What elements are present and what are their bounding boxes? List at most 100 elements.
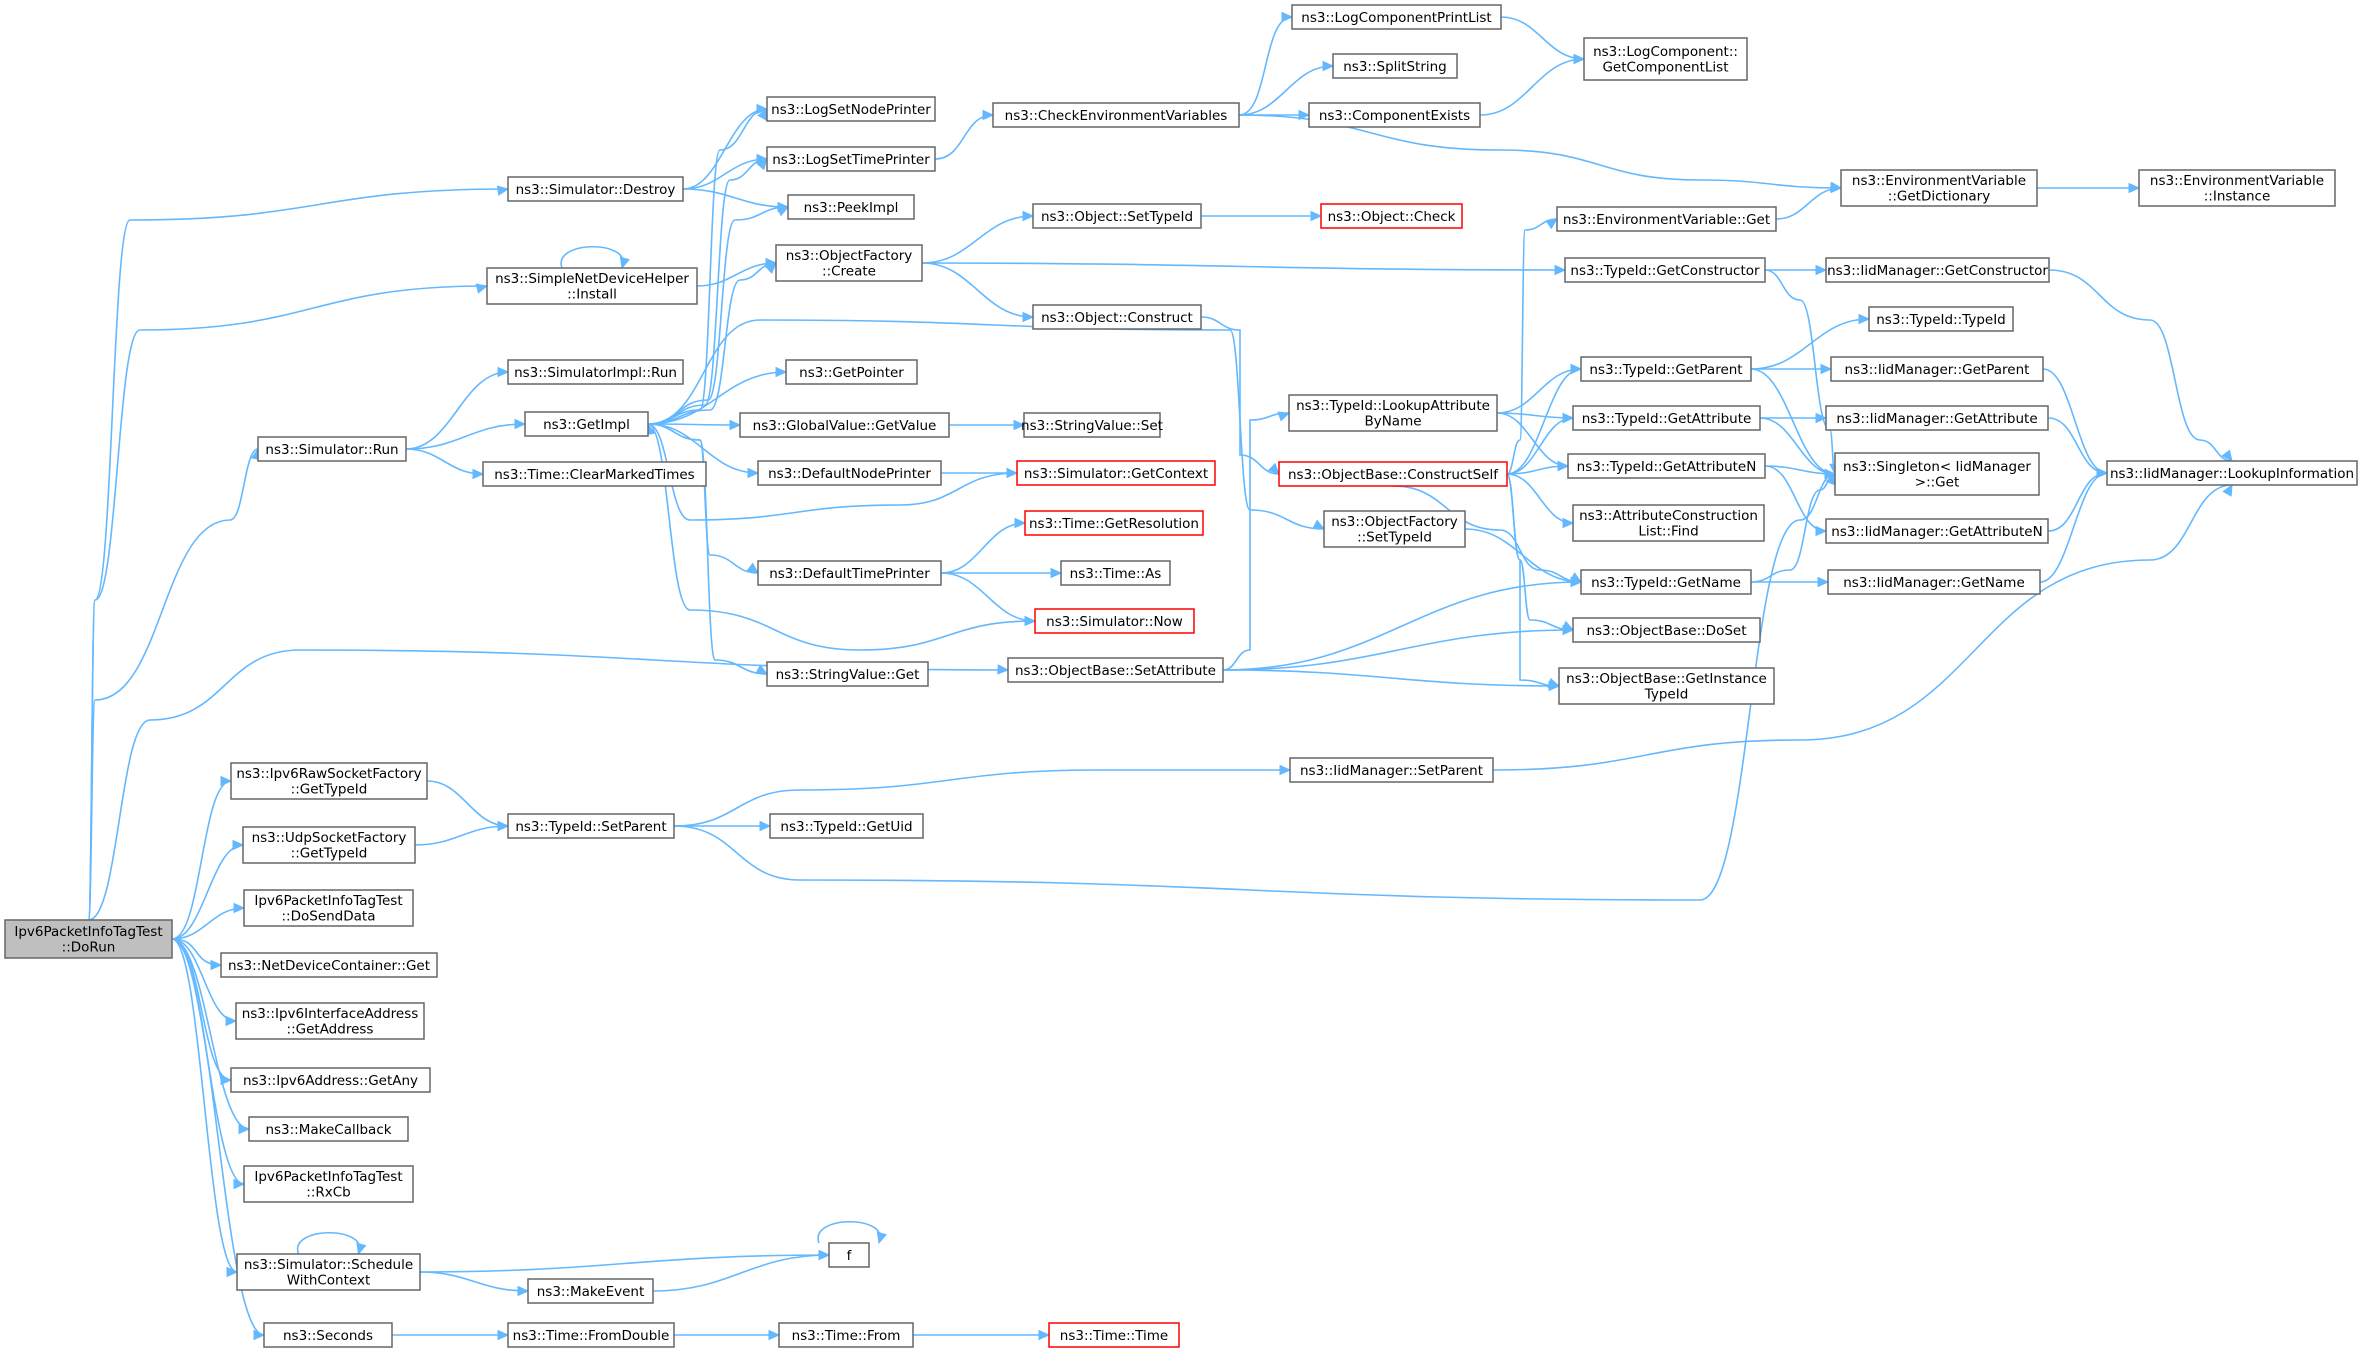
- node-ob_setattr[interactable]: ns3::ObjectBase::SetAttribute: [1007, 657, 1224, 683]
- node-strval_get[interactable]: ns3::StringValue::Get: [766, 661, 929, 687]
- node-time_fromdouble[interactable]: ns3::Time::FromDouble: [507, 1322, 675, 1348]
- node-label-envvar_getdict-line-2: ::GetDictionary: [1888, 189, 1990, 205]
- node-ndc_get[interactable]: ns3::NetDeviceContainer::Get: [220, 952, 438, 978]
- node-strval_set[interactable]: ns3::StringValue::Set: [1021, 412, 1163, 438]
- node-tid_setparent[interactable]: ns3::TypeId::SetParent: [507, 813, 675, 839]
- node-logcompprint[interactable]: ns3::LogComponentPrintList: [1291, 4, 1502, 30]
- edge-tid_setparent-to-singleton_get: [673, 473, 1836, 901]
- node-box-iid_setparent: [1289, 757, 1494, 783]
- node-iid_setparent[interactable]: ns3::IidManager::SetParent: [1289, 757, 1494, 783]
- node-ipv6addr_getany[interactable]: ns3::Ipv6Address::GetAny: [230, 1067, 431, 1093]
- node-dosenddata[interactable]: Ipv6PacketInfoTagTest::DoSendData: [243, 889, 414, 927]
- node-splitstring[interactable]: ns3::SplitString: [1332, 53, 1458, 79]
- node-sim_getcontext[interactable]: ns3::Simulator::GetContext: [1016, 460, 1216, 486]
- node-ipv6raw_gettypeid[interactable]: ns3::Ipv6RawSocketFactory::GetTypeId: [230, 762, 428, 800]
- node-checkenv[interactable]: ns3::CheckEnvironmentVariables: [992, 102, 1240, 128]
- node-udp_gettypeid[interactable]: ns3::UdpSocketFactory::GetTypeId: [242, 826, 416, 864]
- node-box-getpointer: [785, 359, 918, 385]
- edge-layer: [87, 11, 2233, 1341]
- node-label-ndc_get-line-1: ns3::NetDeviceContainer::Get: [228, 958, 430, 974]
- node-envvar_get[interactable]: ns3::EnvironmentVariable::Get: [1556, 206, 1777, 232]
- node-envvar_getdict[interactable]: ns3::EnvironmentVariable::GetDictionary: [1840, 169, 2038, 207]
- node-singleton_get[interactable]: ns3::Singleton< IidManager>::Get: [1834, 452, 2040, 496]
- node-time_getres[interactable]: ns3::Time::GetResolution: [1024, 510, 1204, 536]
- node-iid_getctor[interactable]: ns3::IidManager::GetConstructor: [1825, 257, 2050, 283]
- node-tid_getparent[interactable]: ns3::TypeId::GetParent: [1580, 356, 1752, 382]
- node-objf_create[interactable]: ns3::ObjectFactory::Create: [775, 244, 923, 282]
- node-label-tid_typeid-line-1: ns3::TypeId::TypeId: [1876, 312, 2006, 328]
- arrowhead-dorun-to-makecallback: [238, 1123, 251, 1135]
- node-gv_getvalue[interactable]: ns3::GlobalValue::GetValue: [739, 412, 950, 438]
- edge-getimpl-to-strval_get: [647, 423, 768, 675]
- node-dorun[interactable]: Ipv6PacketInfoTagTest::DoRun: [4, 919, 173, 959]
- edge-deftimeprinter-to-time_getres: [940, 522, 1026, 574]
- node-sim_now[interactable]: ns3::Simulator::Now: [1034, 608, 1195, 634]
- node-deftimeprinter[interactable]: ns3::DefaultTimePrinter: [757, 560, 942, 586]
- node-makeevent[interactable]: ns3::MakeEvent: [527, 1278, 654, 1304]
- node-defnodeprinter[interactable]: ns3::DefaultNodePrinter: [757, 460, 942, 486]
- node-simimpl_run[interactable]: ns3::SimulatorImpl::Run: [507, 359, 684, 385]
- node-logsetnode[interactable]: ns3::LogSetNodePrinter: [766, 96, 936, 122]
- node-compexists[interactable]: ns3::ComponentExists: [1308, 102, 1481, 128]
- arrowhead-dorun-to-seconds: [253, 1329, 266, 1341]
- node-ob_doset[interactable]: ns3::ObjectBase::DoSet: [1572, 617, 1761, 643]
- node-box-obj_check: [1320, 203, 1463, 229]
- node-label-objf_create-line-1: ns3::ObjectFactory: [786, 248, 913, 264]
- node-box-sndh_install: [486, 267, 698, 305]
- node-getimpl[interactable]: ns3::GetImpl: [524, 411, 649, 437]
- arrowhead-objf_create-to-obj_settypeid: [1022, 210, 1035, 222]
- node-obj_settypeid[interactable]: ns3::Object::SetTypeId: [1032, 203, 1202, 229]
- edge-ob_constructself-to-tid_getname: [1392, 485, 1582, 583]
- node-label-getimpl-line-1: ns3::GetImpl: [543, 417, 630, 433]
- node-label-makecallback-line-1: ns3::MakeCallback: [265, 1122, 391, 1138]
- node-peekimpl[interactable]: ns3::PeekImpl: [787, 194, 915, 220]
- arrowhead-f-to-f: [876, 1231, 887, 1245]
- node-sim_run[interactable]: ns3::Simulator::Run: [257, 436, 407, 462]
- node-f[interactable]: f: [828, 1242, 870, 1268]
- node-logcomp_getlist[interactable]: ns3::LogComponent::GetComponentList: [1583, 37, 1748, 81]
- node-iid_lookupinfo[interactable]: ns3::IidManager::LookupInformation: [2106, 460, 2358, 486]
- node-envvar_instance[interactable]: ns3::EnvironmentVariable::Instance: [2138, 169, 2336, 207]
- node-obj_construct[interactable]: ns3::Object::Construct: [1032, 304, 1202, 330]
- node-iid_getname[interactable]: ns3::IidManager::GetName: [1827, 569, 2041, 595]
- node-ob_constructself[interactable]: ns3::ObjectBase::ConstructSelf: [1278, 461, 1508, 487]
- node-ipv6ifaddr_getaddr[interactable]: ns3::Ipv6InterfaceAddress::GetAddress: [235, 1002, 425, 1040]
- node-tid_getname[interactable]: ns3::TypeId::GetName: [1580, 569, 1752, 595]
- node-tid_getattrn[interactable]: ns3::TypeId::GetAttributeN: [1567, 453, 1766, 479]
- node-label-envvar_get-line-1: ns3::EnvironmentVariable::Get: [1563, 212, 1770, 228]
- node-tid_getctor[interactable]: ns3::TypeId::GetConstructor: [1564, 257, 1766, 283]
- node-makecallback[interactable]: ns3::MakeCallback: [248, 1116, 409, 1142]
- node-logsettime[interactable]: ns3::LogSetTimePrinter: [766, 146, 936, 172]
- edge-sndh_install-to-sndh_install: [560, 245, 624, 269]
- node-box-logsettime: [766, 146, 936, 172]
- node-clearmarked[interactable]: ns3::Time::ClearMarkedTimes: [482, 461, 707, 487]
- node-box-iid_getname: [1827, 569, 2041, 595]
- node-tid_getattr[interactable]: ns3::TypeId::GetAttribute: [1572, 405, 1761, 431]
- node-label-tid_getparent-line-1: ns3::TypeId::GetParent: [1589, 362, 1742, 378]
- arrowhead-dorun-to-sim_destroy: [496, 185, 510, 196]
- node-time_time[interactable]: ns3::Time::Time: [1048, 1322, 1180, 1348]
- arrowhead-dorun-to-ipv6ifaddr_getaddr: [225, 1015, 238, 1027]
- node-sndh_install[interactable]: ns3::SimpleNetDeviceHelper::Install: [486, 267, 698, 305]
- node-tid_getuid[interactable]: ns3::TypeId::GetUid: [769, 813, 924, 839]
- node-seconds[interactable]: ns3::Seconds: [263, 1322, 393, 1348]
- node-iid_getattr[interactable]: ns3::IidManager::GetAttribute: [1825, 405, 2049, 431]
- node-obj_check[interactable]: ns3::Object::Check: [1320, 203, 1463, 229]
- node-box-makecallback: [248, 1116, 409, 1142]
- node-getpointer[interactable]: ns3::GetPointer: [785, 359, 918, 385]
- node-sim_destroy[interactable]: ns3::Simulator::Destroy: [507, 176, 684, 202]
- arrowhead-iid_setparent-to-iid_lookupinfo: [2222, 483, 2233, 497]
- node-time_as[interactable]: ns3::Time::As: [1060, 560, 1171, 586]
- arrowhead-checkenv-to-logcompprint: [1281, 11, 1294, 23]
- arrowhead-getimpl-to-getpointer: [775, 366, 788, 378]
- node-tid_typeid[interactable]: ns3::TypeId::TypeId: [1868, 306, 2014, 332]
- node-iid_getattrn[interactable]: ns3::IidManager::GetAttributeN: [1825, 518, 2049, 544]
- node-iid_getparent[interactable]: ns3::IidManager::GetParent: [1830, 356, 2044, 382]
- node-objf_settypeid[interactable]: ns3::ObjectFactory::SetTypeId: [1323, 510, 1466, 548]
- node-time_from[interactable]: ns3::Time::From: [778, 1322, 914, 1348]
- node-rxcb[interactable]: Ipv6PacketInfoTagTest::RxCb: [243, 1165, 414, 1203]
